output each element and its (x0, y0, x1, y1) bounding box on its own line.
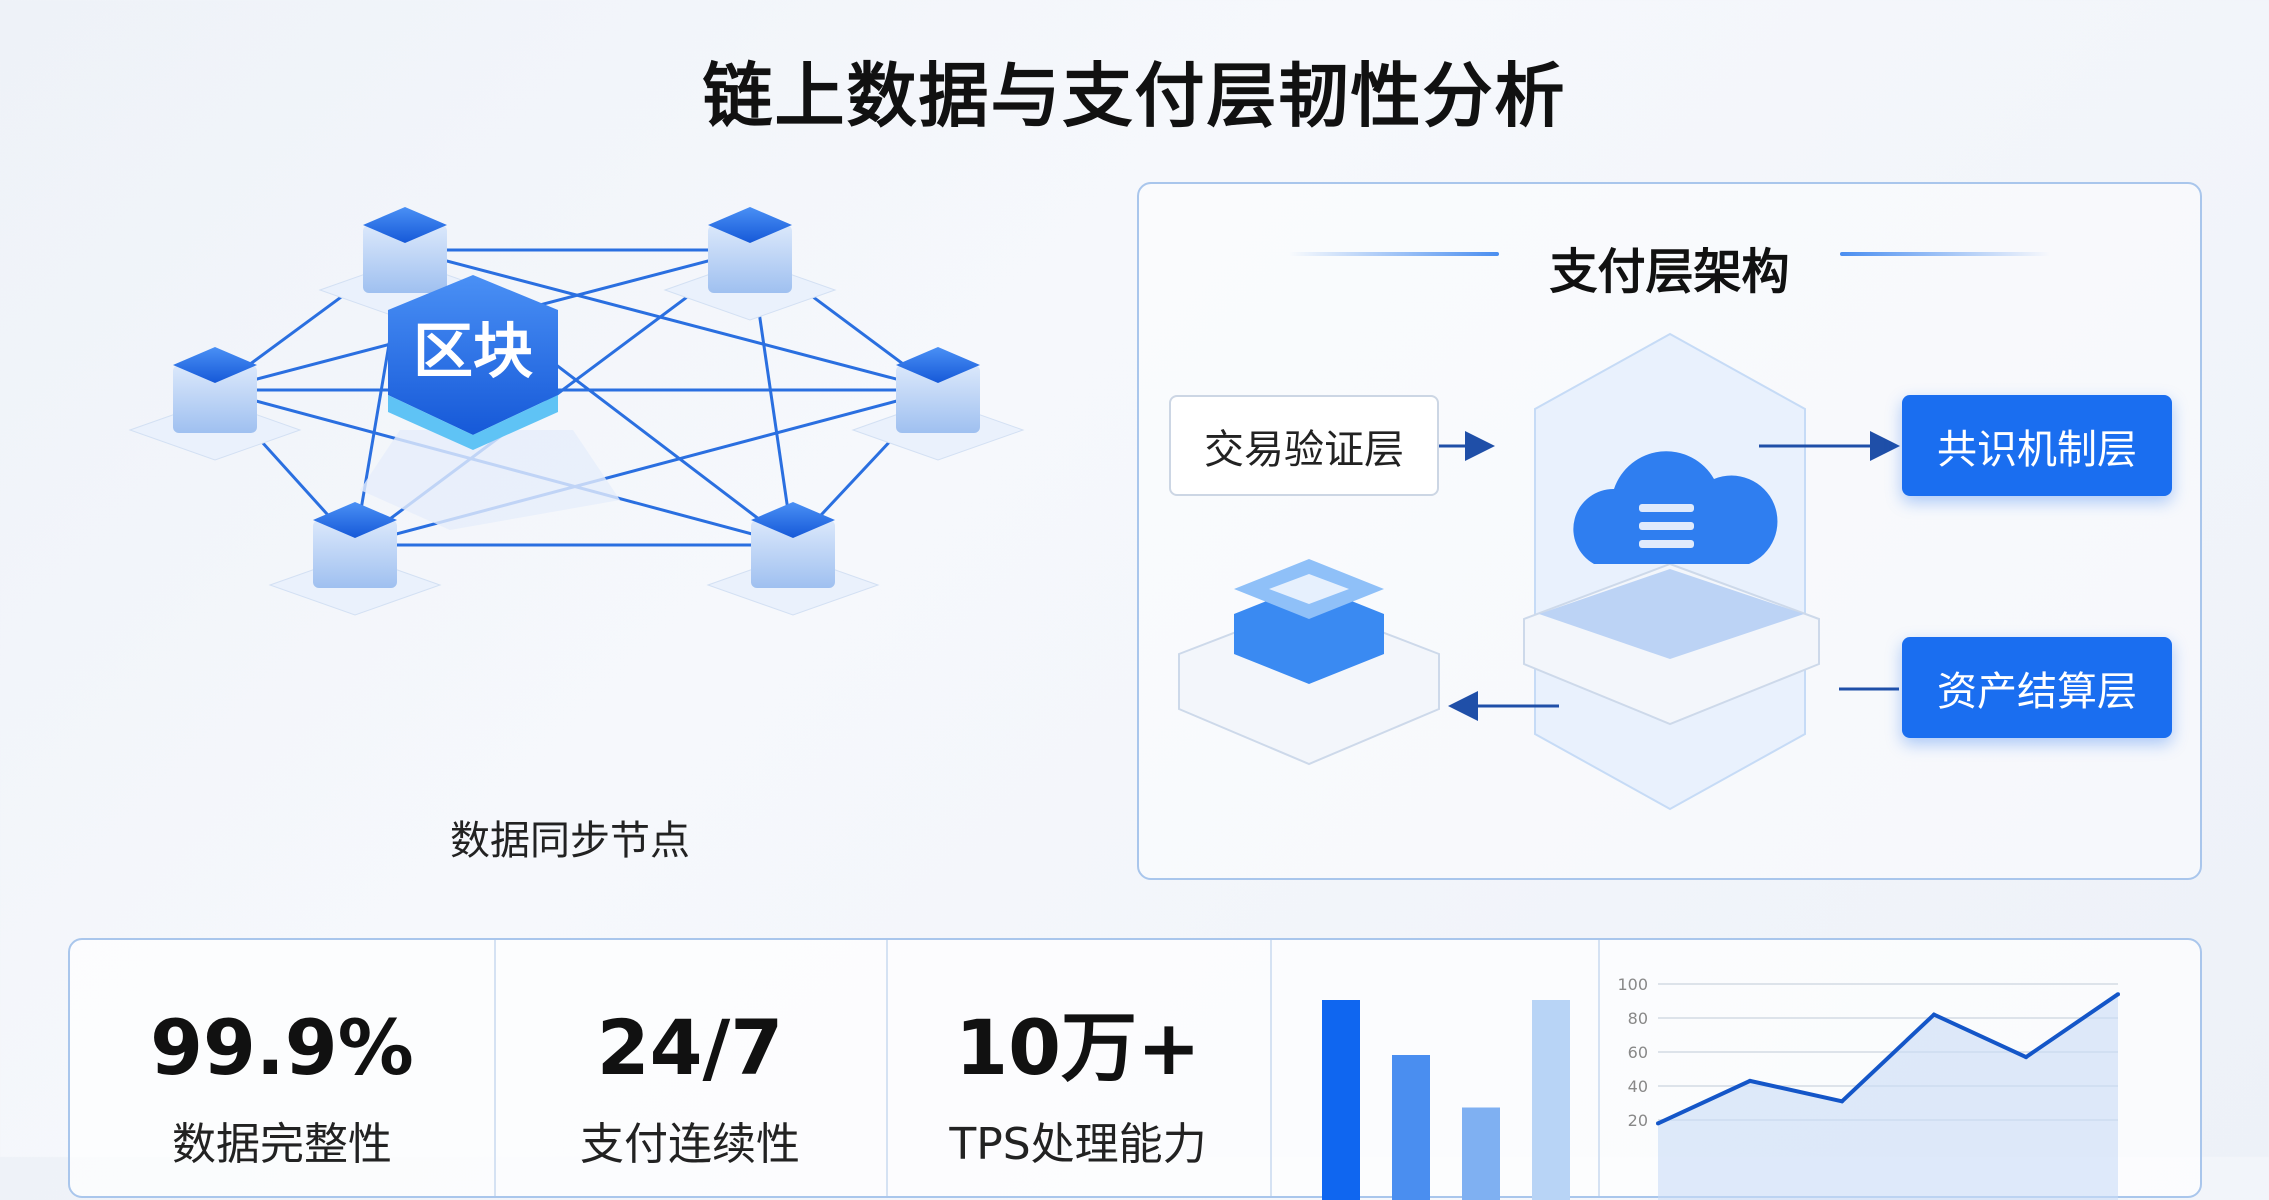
stat-payment-continuity: 24/7 支付连续性 (494, 1010, 886, 1172)
architecture-diagram (1139, 184, 2204, 882)
payment-architecture-panel: 支付层架构 交易验证层 共识机制层 资产结算层 (1137, 182, 2202, 880)
bar (1322, 1000, 1360, 1200)
bar (1462, 1108, 1500, 1200)
stat-data-integrity: 99.9% 数据完整性 (70, 1010, 494, 1172)
transaction-verification-layer: 交易验证层 (1169, 395, 1439, 496)
sync-node-icon (708, 502, 878, 615)
bar (1392, 1055, 1430, 1200)
data-point (1656, 1121, 1660, 1125)
line-chart: 100 80 60 40 20 (1598, 940, 2204, 1200)
y-tick-label: 100 (1617, 975, 1648, 994)
stats-panel: 99.9% 数据完整性 24/7 支付连续性 10万+ TPS处理能力 100 80 60… (68, 938, 2202, 1198)
bar (1532, 1000, 1570, 1200)
y-tick-label: 80 (1628, 1009, 1648, 1028)
y-tick-label: 40 (1628, 1077, 1648, 1096)
stat-label: TPS处理能力 (886, 1108, 1270, 1172)
area-fill (1658, 994, 2118, 1200)
stat-value: 10万+ (886, 1010, 1270, 1086)
data-point (2024, 1055, 2028, 1059)
stat-label: 数据完整性 (70, 1108, 494, 1172)
central-block (360, 275, 620, 530)
page-title: 链上数据与支付层韧性分析 (0, 40, 2269, 141)
asset-settlement-layer: 资产结算层 (1902, 637, 2172, 738)
sync-node-icon (130, 347, 300, 460)
blockchain-network-diagram: 区块 (100, 200, 1060, 820)
stat-value: 99.9% (70, 1010, 494, 1086)
block-label: 区块 (413, 317, 533, 387)
stat-tps: 10万+ TPS处理能力 (886, 1010, 1270, 1172)
sync-node-icon (270, 502, 440, 615)
sync-node-icon (665, 207, 835, 320)
y-tick-label: 20 (1628, 1111, 1648, 1130)
y-tick-label: 60 (1628, 1043, 1648, 1062)
stat-label: 支付连续性 (494, 1108, 886, 1172)
data-point (1932, 1013, 1936, 1017)
network-caption: 数据同步节点 (400, 808, 740, 866)
stat-value: 24/7 (494, 1010, 886, 1086)
data-point (2116, 992, 2120, 996)
data-point (1748, 1079, 1752, 1083)
consensus-layer: 共识机制层 (1902, 395, 2172, 496)
sync-node-icon (853, 347, 1023, 460)
database-server-icon (1179, 559, 1439, 764)
data-point (1840, 1099, 1844, 1103)
bar-chart (1270, 940, 1598, 1200)
